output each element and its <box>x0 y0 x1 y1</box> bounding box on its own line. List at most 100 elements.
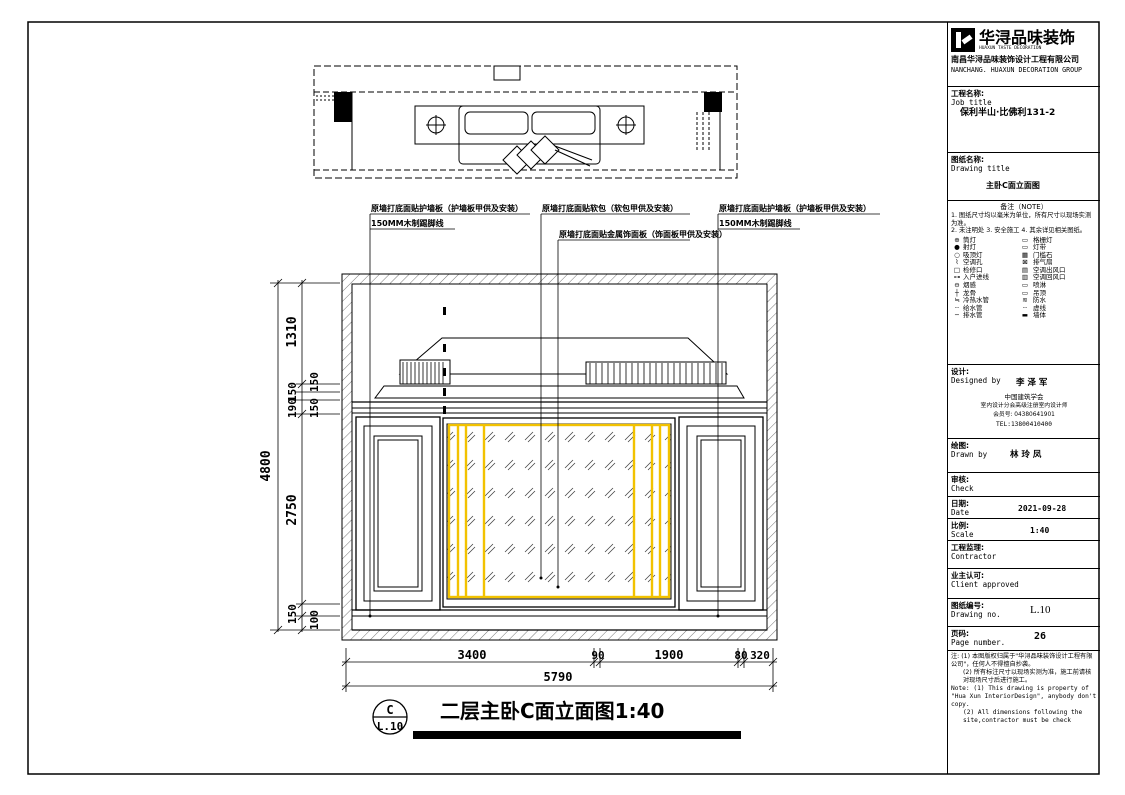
client-cell: 业主认可: Client approved <box>948 568 1100 598</box>
client-label-en: Client approved <box>951 580 1019 589</box>
scale-label-en: Scale <box>951 530 974 539</box>
legend-item: ─排水管▬墙体 <box>951 312 1097 320</box>
legend-swatch-icon: ┄ <box>1023 303 1027 312</box>
dim-190: 190 <box>286 398 299 418</box>
horizontal-dimension-lines <box>341 648 778 692</box>
drawing-no-cell: 图纸编号: Drawing no. L.10 <box>948 598 1100 626</box>
drawing-no-label-en: Drawing no. <box>951 610 1001 619</box>
dim-total-height: 4800 <box>259 450 274 481</box>
designer-label-en: Designed by <box>951 376 1001 385</box>
legend-item: ●射灯 ▭ 灯带 <box>951 243 1097 252</box>
designer-cell: 设计: Designed by 李 泽 军 中国建筑学会 室内设计分会高级注册室… <box>948 364 1100 438</box>
section-mark <box>372 699 408 735</box>
job-label-cn: 工程名称: <box>951 89 984 98</box>
legend-note-2: 2. 未注明处 3. 安全施工 4. 其余详见相关图纸。 <box>951 227 1087 234</box>
designer-org: 中国建筑学会 <box>1004 393 1044 401</box>
note-en-1: Note: (1) This drawing is property of "H… <box>951 685 1097 708</box>
drawing-title-cell: 图纸名称: Drawing title 主卧C面立面图 <box>948 152 1100 200</box>
dim-width-1900: 1900 <box>655 648 684 662</box>
check-cell: 审核: Check <box>948 472 1100 496</box>
legend-list: ⊕筒灯▭格栅灯●射灯▭灯带○吸顶灯▦门槛石⌇空调孔⊠排气扇□检修口▤空调出风口⊶… <box>951 235 1097 321</box>
legend-label: 空调孔 <box>963 258 983 267</box>
check-label-en: Check <box>951 484 974 493</box>
legend-swatch-icon: ▬ <box>1021 311 1029 320</box>
job-title-value: 保利半山·比佛利131-2 <box>960 108 1056 118</box>
job-label-en: Job title <box>951 98 992 107</box>
legend-symbol-icon: ● <box>954 243 960 252</box>
drawing-label-en: Drawing title <box>951 164 1010 173</box>
callout-soft-pack: 原墙打底面贴软包（软包甲供及安装） <box>542 203 678 213</box>
legend-swatch-icon: ▤ <box>1021 265 1029 274</box>
scale-cell: 比例: Scale 1:40 <box>948 518 1100 540</box>
dim-190-mark: 150 <box>308 398 321 418</box>
legend-note-1: 1. 图纸尺寸均以毫米为单位，所有尺寸以现场实测为准。 <box>951 212 1092 227</box>
client-label-cn: 业主认可: <box>951 571 984 580</box>
drawing-title-value: 主卧C面立面图 <box>986 181 1040 190</box>
designer-cert: 会员号: 04380641901 <box>993 412 1055 418</box>
legend-symbol-icon: ⊶ <box>953 273 961 282</box>
legend-symbol-icon: ⊕ <box>954 235 960 244</box>
legend-label: 门槛石 <box>1033 250 1053 259</box>
legend-swatch-icon: ▭ <box>1021 243 1029 252</box>
legend-title: 备注（NOTE） <box>1000 203 1048 211</box>
page-cell: 页码: Page number. 26 <box>948 626 1100 650</box>
legend-label: 烟感 <box>963 281 976 290</box>
dim-total-width: 5790 <box>544 670 573 684</box>
company-logo-icon <box>951 28 975 52</box>
note-cn-1: 注: (1) 本图版权归属于"华浔品味装饰设计工程有限公司"，任何人不得擅自抄袭… <box>951 653 1093 668</box>
legend-label: 冷热水管 <box>963 296 989 305</box>
dim-width-80: 80 <box>734 649 747 662</box>
sheet-border <box>27 21 1100 775</box>
drawing-no-value: L.10 <box>1030 604 1051 616</box>
legend-swatch-icon: ▦ <box>1021 250 1029 259</box>
legend-label: 虚线 <box>1033 303 1046 312</box>
legend-symbol-icon: □ <box>953 265 961 274</box>
page-label-cn: 页码: <box>951 629 969 638</box>
company-logo-en: HUAXUN TASTE DECORATION <box>979 45 1042 51</box>
legend-label: 排气扇 <box>1033 258 1053 267</box>
date-cell: 日期: Date 2021-09-28 <box>948 496 1100 518</box>
elevation-view <box>341 273 778 641</box>
legend-label: 吸顶灯 <box>963 250 983 259</box>
dim-top-height: 1310 <box>285 316 300 347</box>
callout-left-skirting: 150MM木制踢脚线 <box>371 218 444 228</box>
callout-dots <box>368 576 720 618</box>
legend-item: ○吸顶灯▦门槛石 <box>951 250 1097 260</box>
job-title-cell: 工程名称: Job title 保利半山·比佛利131-2 <box>948 86 1100 166</box>
vertical-dimension-lines <box>270 278 340 635</box>
legend-label: 射灯 <box>963 243 976 252</box>
legend-item: ⊶入户进线▥空调回风口 <box>951 274 1097 282</box>
designer-title: 室内设计分会高级注册室内设计师 <box>980 403 1068 409</box>
legend-label: 筒灯 <box>963 235 976 244</box>
legend-label: 墙体 <box>1033 311 1046 320</box>
legend-item: ≒冷热水管≋防水 <box>951 297 1097 305</box>
drawn-label-en: Drawn by <box>951 450 988 459</box>
drawing-title: 二层主卧C面立面图1:40 <box>440 699 664 723</box>
title-underline <box>413 731 741 739</box>
drawing-no-label-cn: 图纸编号: <box>951 601 984 610</box>
dim-150a: 150 <box>286 382 299 402</box>
dim-bottom-100: 100 <box>308 610 321 630</box>
callout-metal-panel: 原墙打底面贴金属饰面板（饰面板甲供及安装） <box>559 229 727 239</box>
legend-swatch-icon: ▭ <box>1021 281 1029 290</box>
legend-swatch-icon: ≋ <box>1022 296 1028 305</box>
legend-symbol-icon: ┼ <box>955 288 959 297</box>
legend-item: ⊕筒灯▭格栅灯 <box>951 235 1097 245</box>
legend-item: ┼龙骨▭吊顶 <box>951 288 1097 298</box>
company-logo-text: 华浔品味装饰 <box>979 27 1076 47</box>
drawing-label-cn: 图纸名称: <box>951 155 984 164</box>
page-value: 26 <box>1034 631 1047 642</box>
legend-swatch-icon: ⊠ <box>1022 258 1028 267</box>
callout-right-panel: 原墙打底面贴护墙板（护墙板甲供及安装） <box>719 203 871 213</box>
note-cn-2: (2) 所有标注尺寸以现场实测为准，施工前请核对现场尺寸后进行施工。 <box>963 669 1092 684</box>
legend-item: □检修口▤空调出风口 <box>951 265 1097 275</box>
legend-swatch-icon: ▭ <box>1021 235 1029 244</box>
page-label-en: Page number. <box>951 638 1006 647</box>
legend-label: 灯带 <box>1033 243 1046 252</box>
date-value: 2021-09-28 <box>1018 504 1067 513</box>
scale-value: 1:40 <box>1030 526 1050 535</box>
legend-symbol-icon: ⌇ <box>955 258 959 267</box>
company-cell: 华浔品味装饰 HUAXUN TASTE DECORATION 南昌华浔品味装饰设… <box>948 22 1100 86</box>
section-mark-letter: C <box>386 703 393 717</box>
